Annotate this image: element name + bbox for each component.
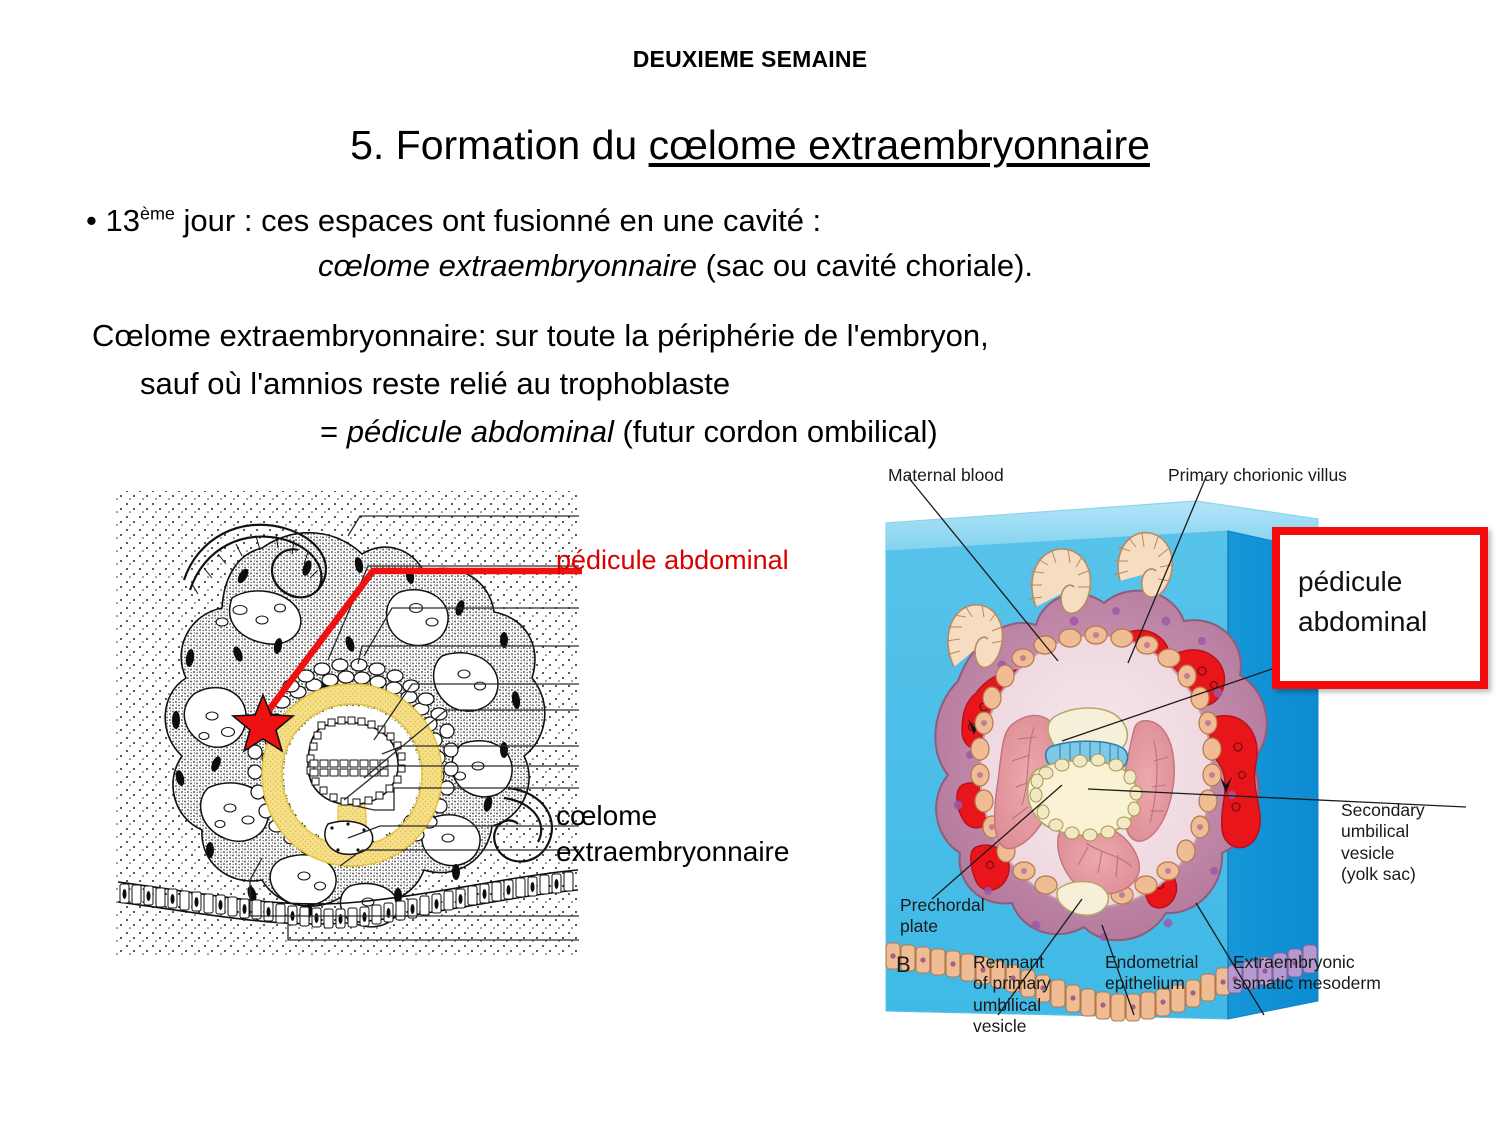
subline-italic-term: cœlome extraembryonnaire — [318, 248, 698, 283]
label-line: umbilical — [1341, 821, 1410, 842]
page-title: 5. Formation du cœlome extraembryonnaire — [0, 122, 1500, 169]
left-figure-black-label: cœlome extraembryonnaire — [556, 798, 789, 870]
black-label-line-1: cœlome — [556, 800, 658, 831]
para3-pre: = — [320, 414, 347, 449]
left-figure-red-label: pédicule abdominal — [556, 545, 789, 575]
para3-italic-term: pédicule abdominal — [346, 414, 614, 449]
paragraph-line-2: sauf où l'amnios reste relié au trophobl… — [140, 366, 731, 401]
label-line: Prechordal — [900, 895, 985, 915]
label-line: Extraembryonic — [1233, 952, 1355, 972]
paragraph-line-3: = pédicule abdominal (futur cordon ombil… — [320, 414, 938, 450]
right-figure-implantation — [866, 455, 1500, 1055]
red-pointer-line — [259, 567, 582, 722]
slide-kicker: DEUXIEME SEMAINE — [632, 46, 868, 72]
label-endometrial-epithelium: Endometrial epithelium — [1105, 952, 1198, 995]
label-line: vesicle — [1341, 842, 1395, 863]
left-figure-histology — [112, 488, 582, 958]
bullet-ordinal-suffix: ème — [139, 203, 175, 224]
label-line: umbilical — [973, 994, 1042, 1015]
bullet-pre: • 13 — [86, 203, 140, 238]
title-prefix: 5. Formation du — [350, 122, 649, 168]
label-secondary-umbilical-vesicle: Secondary umbilical vesicle (yolk sac) — [1341, 800, 1425, 885]
label-primary-chorionic-villus: Primary chorionic villus — [1168, 465, 1347, 485]
panel-letter-b: B — [896, 952, 911, 977]
label-line: (yolk sac) — [1341, 864, 1416, 885]
red-star-marker — [230, 692, 296, 753]
subline-rest: (sac ou cavité choriale). — [697, 248, 1034, 283]
leader-lines — [907, 476, 1467, 1016]
para3-post: (futur cordon ombilical) — [613, 414, 938, 449]
callout-line-2: abdominal — [1298, 605, 1428, 637]
black-label-line-2: extraembryonnaire — [556, 835, 790, 867]
label-line: vesicle — [973, 1016, 1027, 1037]
callout-box-pedicule-abdominal — [1272, 527, 1488, 689]
label-maternal-blood: Maternal blood — [888, 465, 1004, 485]
label-line: of primary — [973, 973, 1051, 994]
label-line: epithelium — [1105, 973, 1185, 994]
callout-text: pédicule abdominal — [1298, 562, 1488, 642]
label-line: Endometrial — [1105, 952, 1199, 972]
title-underlined: cœlome extraembryonnaire — [648, 122, 1150, 168]
label-line: Secondary — [1341, 800, 1425, 820]
label-line: plate — [900, 916, 938, 937]
label-prechordal-plate: Prechordal plate — [900, 895, 985, 938]
bullet-subline: cœlome extraembryonnaire (sac ou cavité … — [318, 248, 1033, 284]
bullet-post: jour : ces espaces ont fusionné en une c… — [174, 203, 822, 238]
label-line: Remnant — [973, 952, 1045, 972]
mesoderm-cell-band — [1227, 944, 1318, 994]
paragraph-line-1: Cœlome extraembryonnaire: sur toute la p… — [92, 318, 989, 353]
label-remnant-primary-umbilical-vesicle: Remnant of primary umbilical vesicle — [973, 952, 1051, 1037]
label-line: somatic mesoderm — [1233, 973, 1381, 994]
callout-line-1: pédicule — [1298, 566, 1403, 597]
label-extraembryonic-somatic-mesoderm: Extraembryonic somatic mesoderm — [1233, 952, 1381, 995]
bullet-day-13: • 13ème jour : ces espaces ont fusionné … — [86, 203, 821, 239]
